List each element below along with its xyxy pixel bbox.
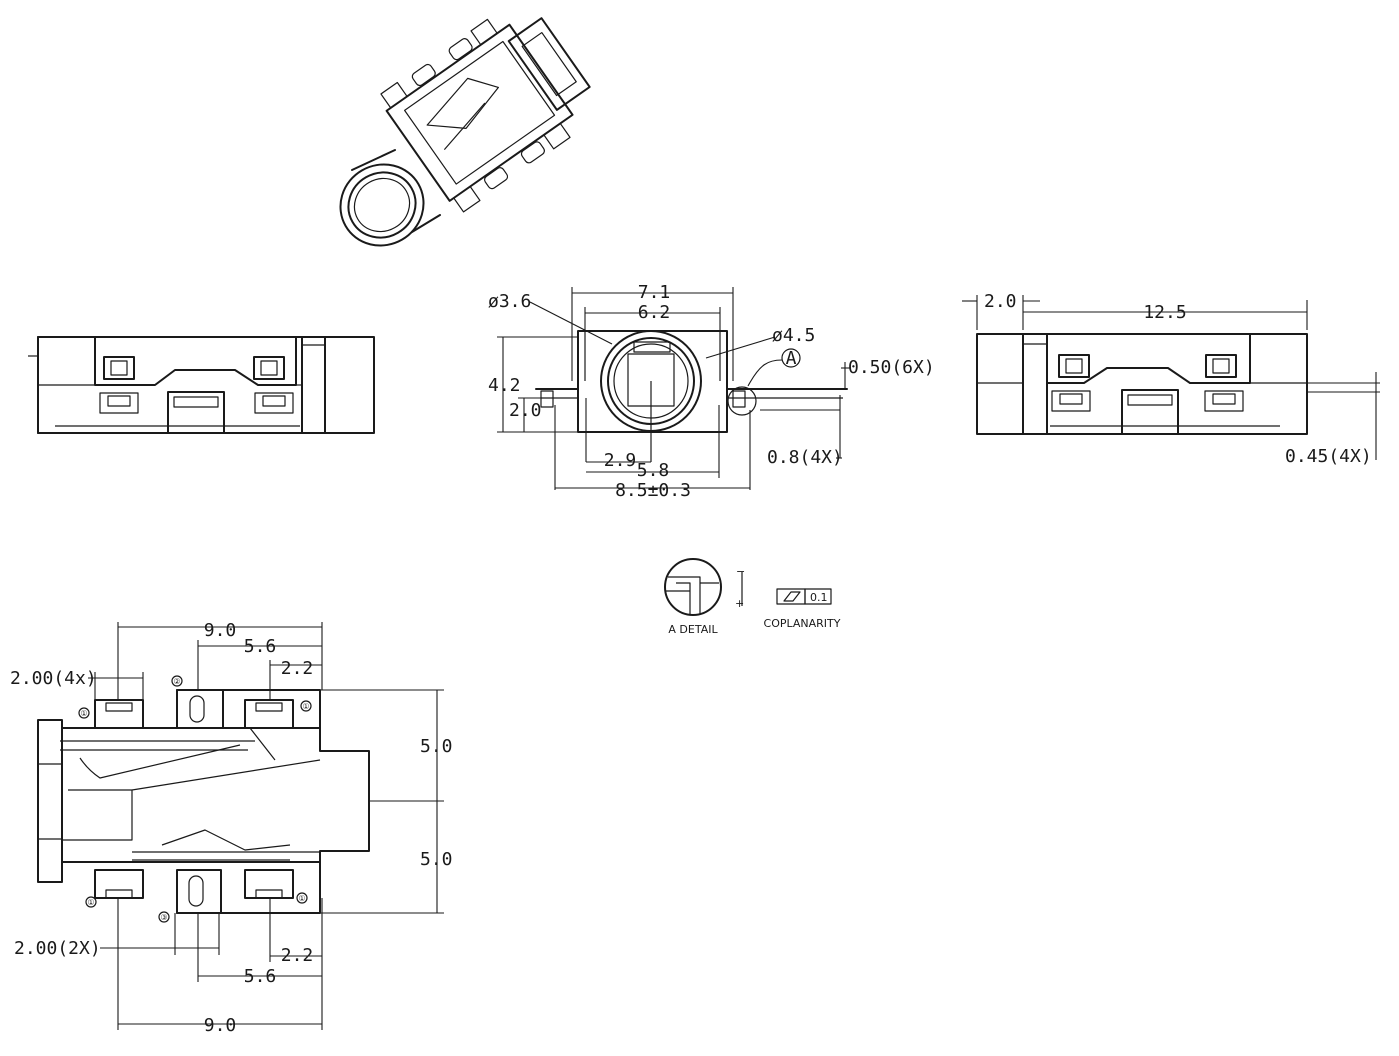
end-view: A ø3.6 7.1 6.2 ø4.5 0.50(6X) 4.2 2.0 2.9… xyxy=(488,282,935,501)
detail-callout: A xyxy=(786,348,797,369)
dim-width-7-1: 7.1 xyxy=(638,282,671,303)
pin-label-1d: ① xyxy=(298,894,305,903)
fp-dim-bottom-9-0: 9.0 xyxy=(204,1015,237,1036)
fp-dim-bottom-2-2: 2.2 xyxy=(281,945,314,966)
side-view: 2.0 12.5 0.45(4X) xyxy=(962,291,1380,467)
fp-dim-height-5-0-bottom: 5.0 xyxy=(420,849,453,870)
fp-dim-top-9-0: 9.0 xyxy=(204,620,237,641)
flatness-symbol-icon xyxy=(783,591,801,602)
detail-label: A DETAIL xyxy=(668,623,718,636)
coplanarity-label: COPLANARITY xyxy=(764,617,841,630)
fp-dim-bottom-5-6: 5.6 xyxy=(244,966,277,987)
fp-dim-top-5-6: 5.6 xyxy=(244,636,277,657)
front-view xyxy=(28,336,375,434)
detail-a: − + A DETAIL 0.1 COPLANARITY xyxy=(664,558,841,636)
detail-plus: + xyxy=(735,597,744,610)
dim-thickness-0-50: 0.50(6X) xyxy=(848,357,935,378)
fp-dim-pad-2-00-4x: 2.00(4x) xyxy=(10,668,97,689)
pin-label-1a: ① xyxy=(80,709,87,718)
dim-pitch-0-8: 0.8(4X) xyxy=(767,447,843,468)
dim-side-0-45: 0.45(4X) xyxy=(1285,446,1372,467)
dim-width-6-2: 6.2 xyxy=(638,302,671,323)
dim-width-8-5: 8.5±0.3 xyxy=(615,480,691,501)
pin-label-3: ③ xyxy=(160,913,167,922)
fp-dim-pad-2-00-2x: 2.00(2X) xyxy=(14,938,101,959)
dim-side-2-0: 2.0 xyxy=(984,291,1017,312)
pin-label-1b: ① xyxy=(302,702,309,711)
isometric-view xyxy=(339,17,591,247)
pin-label-2: ② xyxy=(173,677,180,686)
dim-height-4-2: 4.2 xyxy=(488,375,521,396)
dim-side-12-5: 12.5 xyxy=(1143,302,1186,323)
fp-dim-height-5-0-top: 5.0 xyxy=(420,736,453,757)
dim-height-2-0: 2.0 xyxy=(509,400,542,421)
footprint-view: ① ① ① ① ② ③ 9.0 5.6 2.2 2.00(4x) 5.0 5.0 xyxy=(10,620,453,1036)
pin-label-1c: ① xyxy=(87,898,94,907)
dim-width-5-8: 5.8 xyxy=(637,460,670,481)
tolerance-value: 0.1 xyxy=(810,591,828,604)
dim-phi-4-5: ø4.5 xyxy=(772,325,815,346)
fp-dim-top-2-2: 2.2 xyxy=(281,658,314,679)
detail-minus: − xyxy=(736,565,745,578)
dim-phi-3-6: ø3.6 xyxy=(488,291,531,312)
dim-width-2-9: 2.9 xyxy=(604,450,637,471)
